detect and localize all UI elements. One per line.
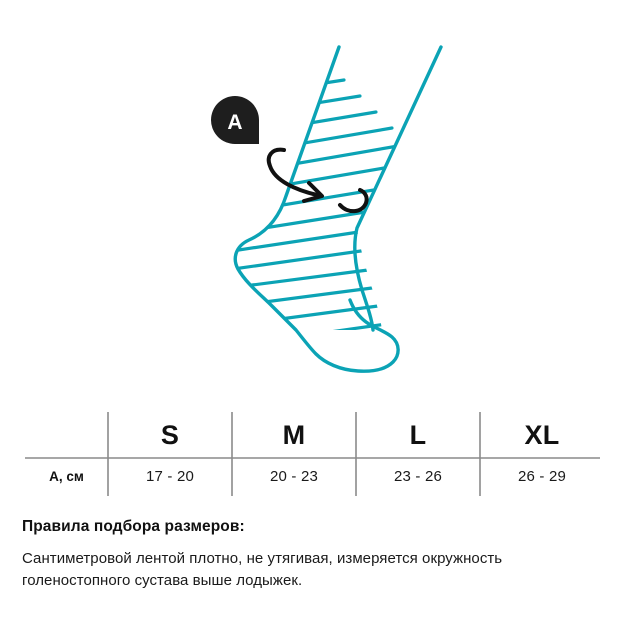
table-value-s: 17 - 20 (145, 468, 195, 485)
table-header-size-xl: XL (524, 420, 560, 450)
table-header-size-m: M (282, 420, 306, 450)
table-value-xl: 26 - 29 (517, 468, 567, 485)
sizing-instructions: Правила подбора размеров: Сантиметровой … (22, 518, 602, 592)
table-row-label: А, см (49, 469, 84, 484)
leg-outline (233, 45, 443, 373)
ankle-measurement-illustration: A (211, 45, 443, 373)
table-header-size-s: S (160, 420, 180, 450)
illustration-svg: A (211, 45, 443, 373)
measurement-point-pin-icon: A (211, 96, 259, 144)
sizing-instructions-title: Правила подбора размеров: (22, 518, 245, 535)
size-table: S M L XL А, см 17 - 20 20 - 23 23 - 26 2… (0, 400, 624, 504)
table-header-size-l: L (409, 420, 427, 450)
badge-label: A (227, 111, 242, 134)
size-table-rules (25, 412, 600, 496)
sizing-instructions-body: Сантиметровой лентой плотно, не утягивая… (22, 550, 503, 589)
curved-measure-arrow-icon (266, 147, 369, 214)
table-value-l: 23 - 26 (393, 468, 443, 485)
table-value-m: 20 - 23 (269, 468, 319, 485)
